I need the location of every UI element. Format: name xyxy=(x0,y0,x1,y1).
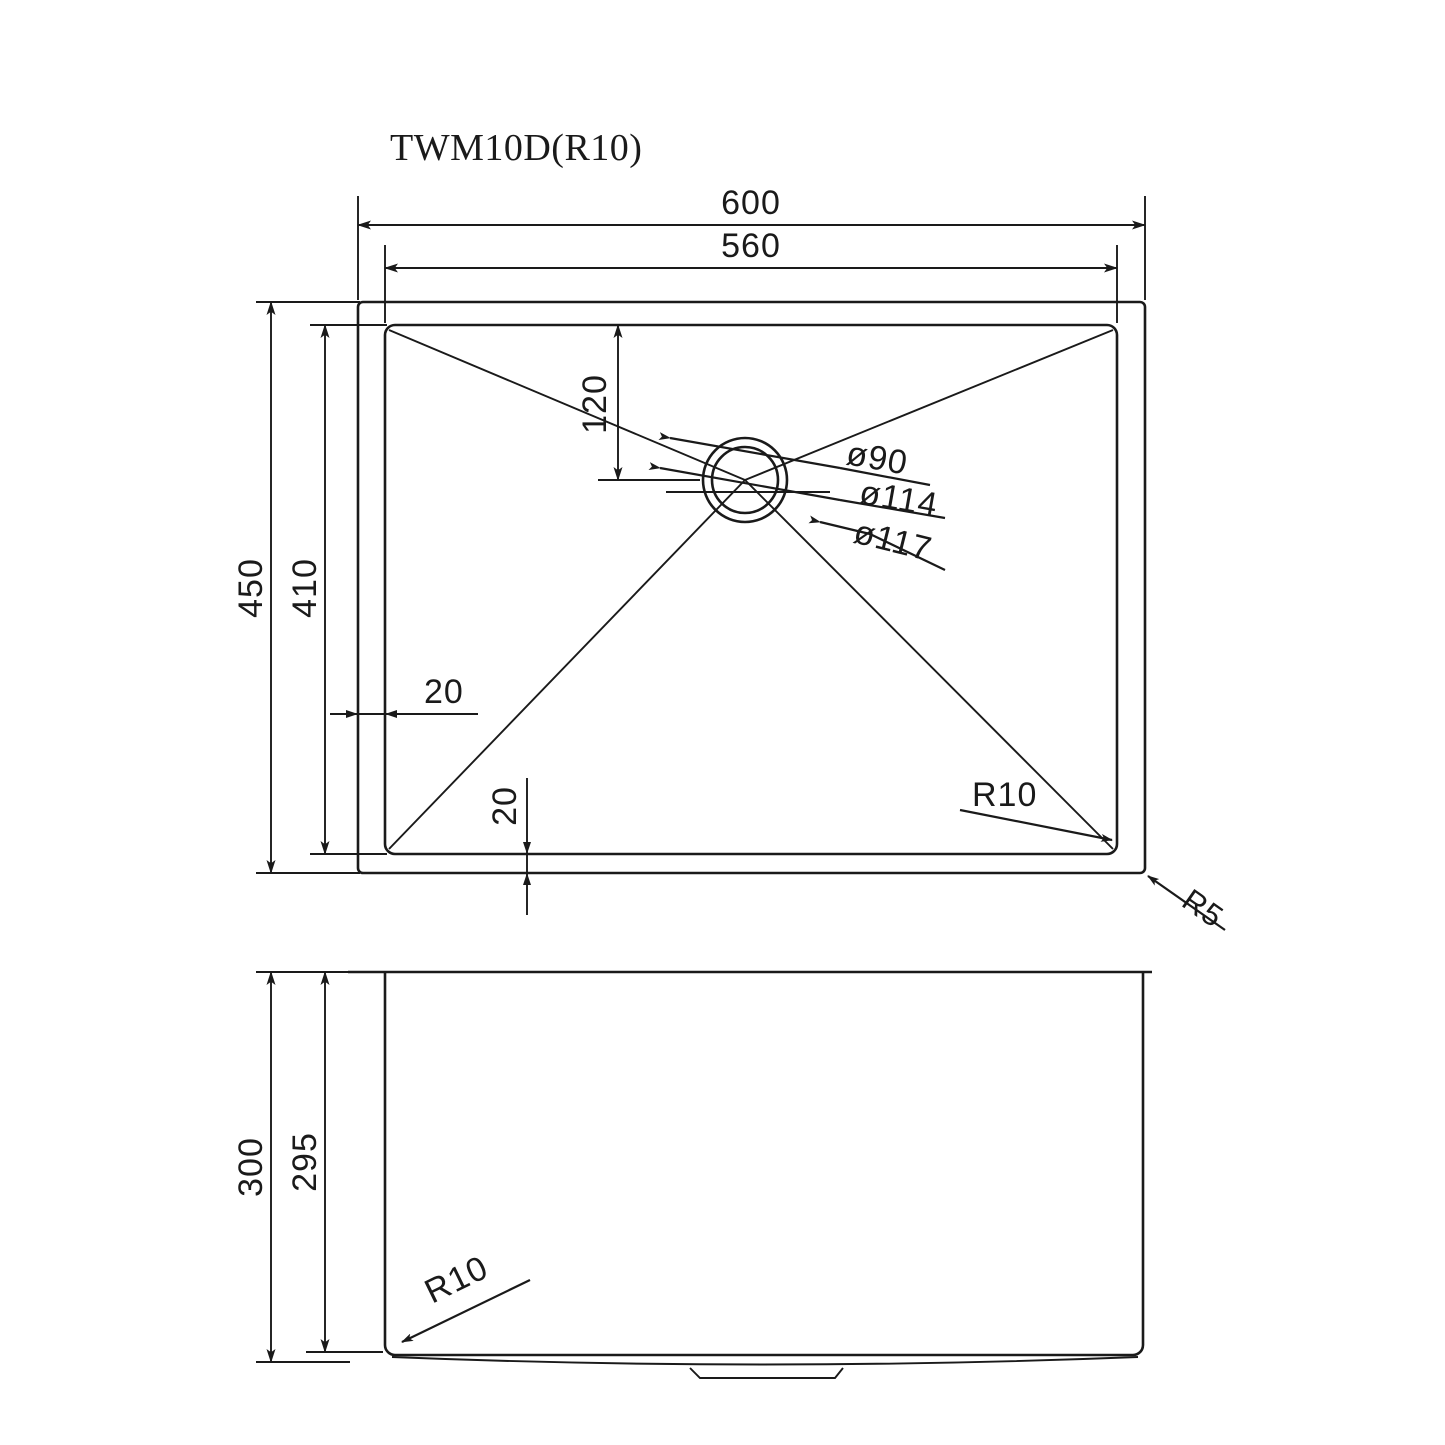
elevation-drain-boss xyxy=(689,1367,844,1379)
dim-label-410: 410 xyxy=(286,558,324,618)
leader-line-r10-elevation xyxy=(401,1279,531,1343)
drawing-title: TWM10D(R10) xyxy=(390,127,642,169)
dim-label-600: 600 xyxy=(721,184,781,222)
sink-inner-bowl-outline xyxy=(383,323,1119,856)
drain-circle-outer xyxy=(701,436,789,524)
leader-line-r10-top-view xyxy=(959,808,1113,842)
dim-label-295: 295 xyxy=(286,1132,324,1192)
dim-arrow-20v-top xyxy=(523,842,531,854)
leader-line-d90 xyxy=(658,432,841,470)
bowl-slope-line-top-right xyxy=(744,329,1114,481)
sink-outer-rim-outline xyxy=(356,300,1147,875)
leader-shelf-d114 xyxy=(839,498,946,520)
dim-arrow-20h-right xyxy=(385,710,397,718)
leader-shelf-d117 xyxy=(869,533,946,571)
elevation-body-outline xyxy=(383,972,1145,1357)
dim-label-20-vertical: 20 xyxy=(486,786,524,826)
dim-label-450: 450 xyxy=(232,558,270,618)
leader-line-d114 xyxy=(648,462,841,502)
bowl-slope-line-bottom-right xyxy=(744,479,1114,850)
dim-label-120: 120 xyxy=(576,374,614,434)
dim-label-560: 560 xyxy=(721,227,781,265)
elevation-bottom-contour xyxy=(391,1356,1139,1366)
dim-label-r10-bowl-corner: R10 xyxy=(972,776,1037,814)
dim-label-300: 300 xyxy=(232,1137,270,1197)
drain-circle-inner xyxy=(710,445,780,515)
dim-arrow-20v-bottom xyxy=(523,873,531,885)
bowl-slope-line-top-left xyxy=(388,329,746,481)
leader-line-r5-rim-corner xyxy=(1147,875,1226,931)
leader-shelf-d90 xyxy=(839,466,931,487)
bowl-slope-line-bottom-left xyxy=(388,479,746,850)
dim-arrow-20h-left xyxy=(346,710,358,718)
leader-line-d117 xyxy=(808,515,871,536)
dim-label-20-horizontal: 20 xyxy=(424,673,464,711)
